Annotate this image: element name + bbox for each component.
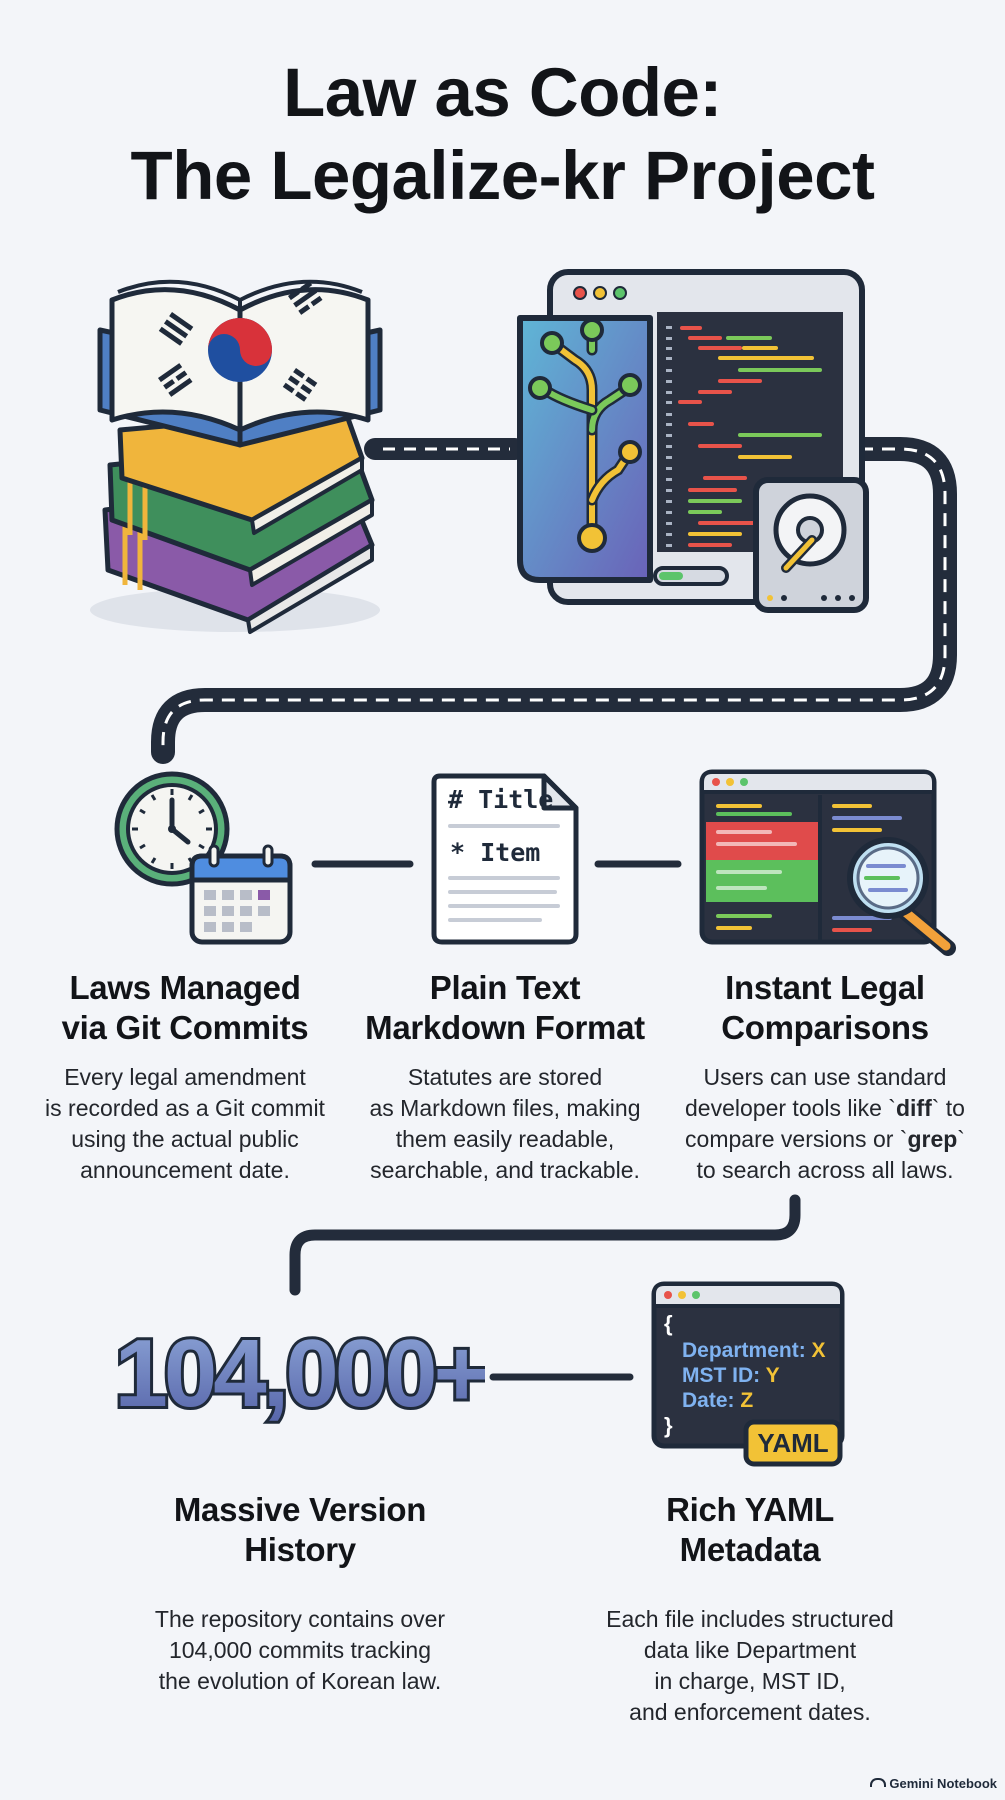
yaml-brace-open: {: [664, 1311, 673, 1336]
gemini-logo-icon: [870, 1778, 887, 1787]
yaml-value: X: [811, 1339, 826, 1362]
hard-disk-icon: [753, 477, 869, 613]
feature-desc-line: searchable, and trackable.: [370, 1157, 640, 1183]
commit-count-number: 104,000+: [111, 1317, 493, 1433]
footer-brand-text: Gemini Notebook: [889, 1776, 997, 1791]
feature-desc-line: Each file includes structured: [606, 1606, 894, 1632]
desc-text: `: [957, 1126, 965, 1152]
feature-title-line: via Git Commits: [61, 1009, 309, 1046]
yaml-key: Date:: [682, 1389, 735, 1412]
footer-brand: Gemini Notebook: [870, 1776, 997, 1791]
feature-title-line: Plain Text: [429, 969, 581, 1006]
feature-desc-line: and enforcement dates.: [629, 1699, 871, 1725]
feature-history: Massive Version History The repository c…: [115, 1490, 485, 1697]
feature-title-line: Instant Legal: [725, 969, 925, 1006]
desc-text: ` to: [931, 1095, 965, 1121]
diff-comparison-window-icon: [699, 769, 956, 956]
road-computer-to-timeline: [151, 437, 957, 764]
doc-item-text: * Item: [450, 838, 541, 867]
feature-title-line: Comparisons: [721, 1009, 929, 1046]
yaml-badge: YAML: [757, 1428, 829, 1458]
yaml-line-mst-id: MST ID: Y: [682, 1364, 780, 1388]
markdown-document-icon: [431, 773, 579, 945]
yaml-value: Z: [740, 1389, 754, 1412]
commit-count-graphic: 104,000+: [111, 1317, 493, 1430]
yaml-metadata-window-icon: [651, 1281, 845, 1467]
desc-text: developer tools like `: [685, 1095, 896, 1121]
feature-title-line: History: [244, 1531, 356, 1568]
feature-title-line: Metadata: [679, 1531, 821, 1568]
yaml-value: Y: [765, 1364, 780, 1387]
clock-calendar-icon: [114, 771, 293, 945]
code-term-diff: diff: [895, 1095, 932, 1121]
connector-path: [289, 1194, 801, 1296]
feature-desc-line: The repository contains over: [154, 1606, 446, 1632]
feature-desc-line: in charge, MST ID,: [654, 1668, 846, 1694]
feature-comparisons: Instant Legal Comparisons Users can use …: [660, 968, 990, 1186]
feature-git-commits: Laws Managed via Git Commits Every legal…: [20, 968, 350, 1186]
feature-yaml: Rich YAML Metadata Each file includes st…: [565, 1490, 935, 1728]
feature-title-line: Rich YAML: [666, 1491, 834, 1528]
code-lines: [666, 326, 822, 547]
feature-desc-line: to search across all laws.: [696, 1157, 954, 1183]
page-title-line1: Law as Code:: [283, 54, 722, 131]
yaml-key: MST ID:: [682, 1364, 761, 1387]
git-repository-computer-icon: [517, 269, 869, 613]
feature-desc-line: data like Department: [643, 1637, 857, 1663]
korean-law-books-icon: [90, 279, 383, 634]
yaml-key: Department:: [682, 1339, 806, 1362]
yaml-brace-close: }: [664, 1413, 673, 1438]
feature-desc-line: the evolution of Korean law.: [158, 1668, 442, 1694]
doc-heading-text: # Title: [448, 785, 554, 814]
feature-desc-line: Statutes are stored: [407, 1064, 603, 1090]
feature-desc-line: developer tools like `diff` to: [660, 1093, 990, 1124]
feature-desc-line: Users can use standard: [703, 1064, 947, 1090]
feature-title-line: Massive Version: [173, 1491, 427, 1528]
feature-desc-line: as Markdown files, making: [369, 1095, 641, 1121]
code-term-grep: grep: [907, 1126, 958, 1152]
feature-desc-line: using the actual public: [71, 1126, 299, 1152]
commit-count-text: 104,000+: [115, 1320, 485, 1427]
yaml-line-department: Department: X: [682, 1339, 826, 1363]
yaml-line-date: Date: Z: [682, 1389, 753, 1413]
page-title-line2: The Legalize-kr Project: [130, 137, 875, 214]
git-branch-tree-icon: [528, 318, 642, 553]
feature-desc-line: is recorded as a Git commit: [45, 1095, 325, 1121]
feature-desc-line: announcement date.: [80, 1157, 290, 1183]
feature-markdown: Plain Text Markdown Format Statutes are …: [340, 968, 670, 1186]
feature-desc-line: 104,000 commits tracking: [168, 1637, 432, 1663]
feature-title-line: Laws Managed: [69, 969, 301, 1006]
feature-desc-line: them easily readable,: [395, 1126, 615, 1152]
feature-desc-line: compare versions or `grep`: [660, 1124, 990, 1155]
desc-text: compare versions or `: [685, 1126, 908, 1152]
feature-title-line: Markdown Format: [365, 1009, 645, 1046]
feature-desc-line: Every legal amendment: [64, 1064, 306, 1090]
